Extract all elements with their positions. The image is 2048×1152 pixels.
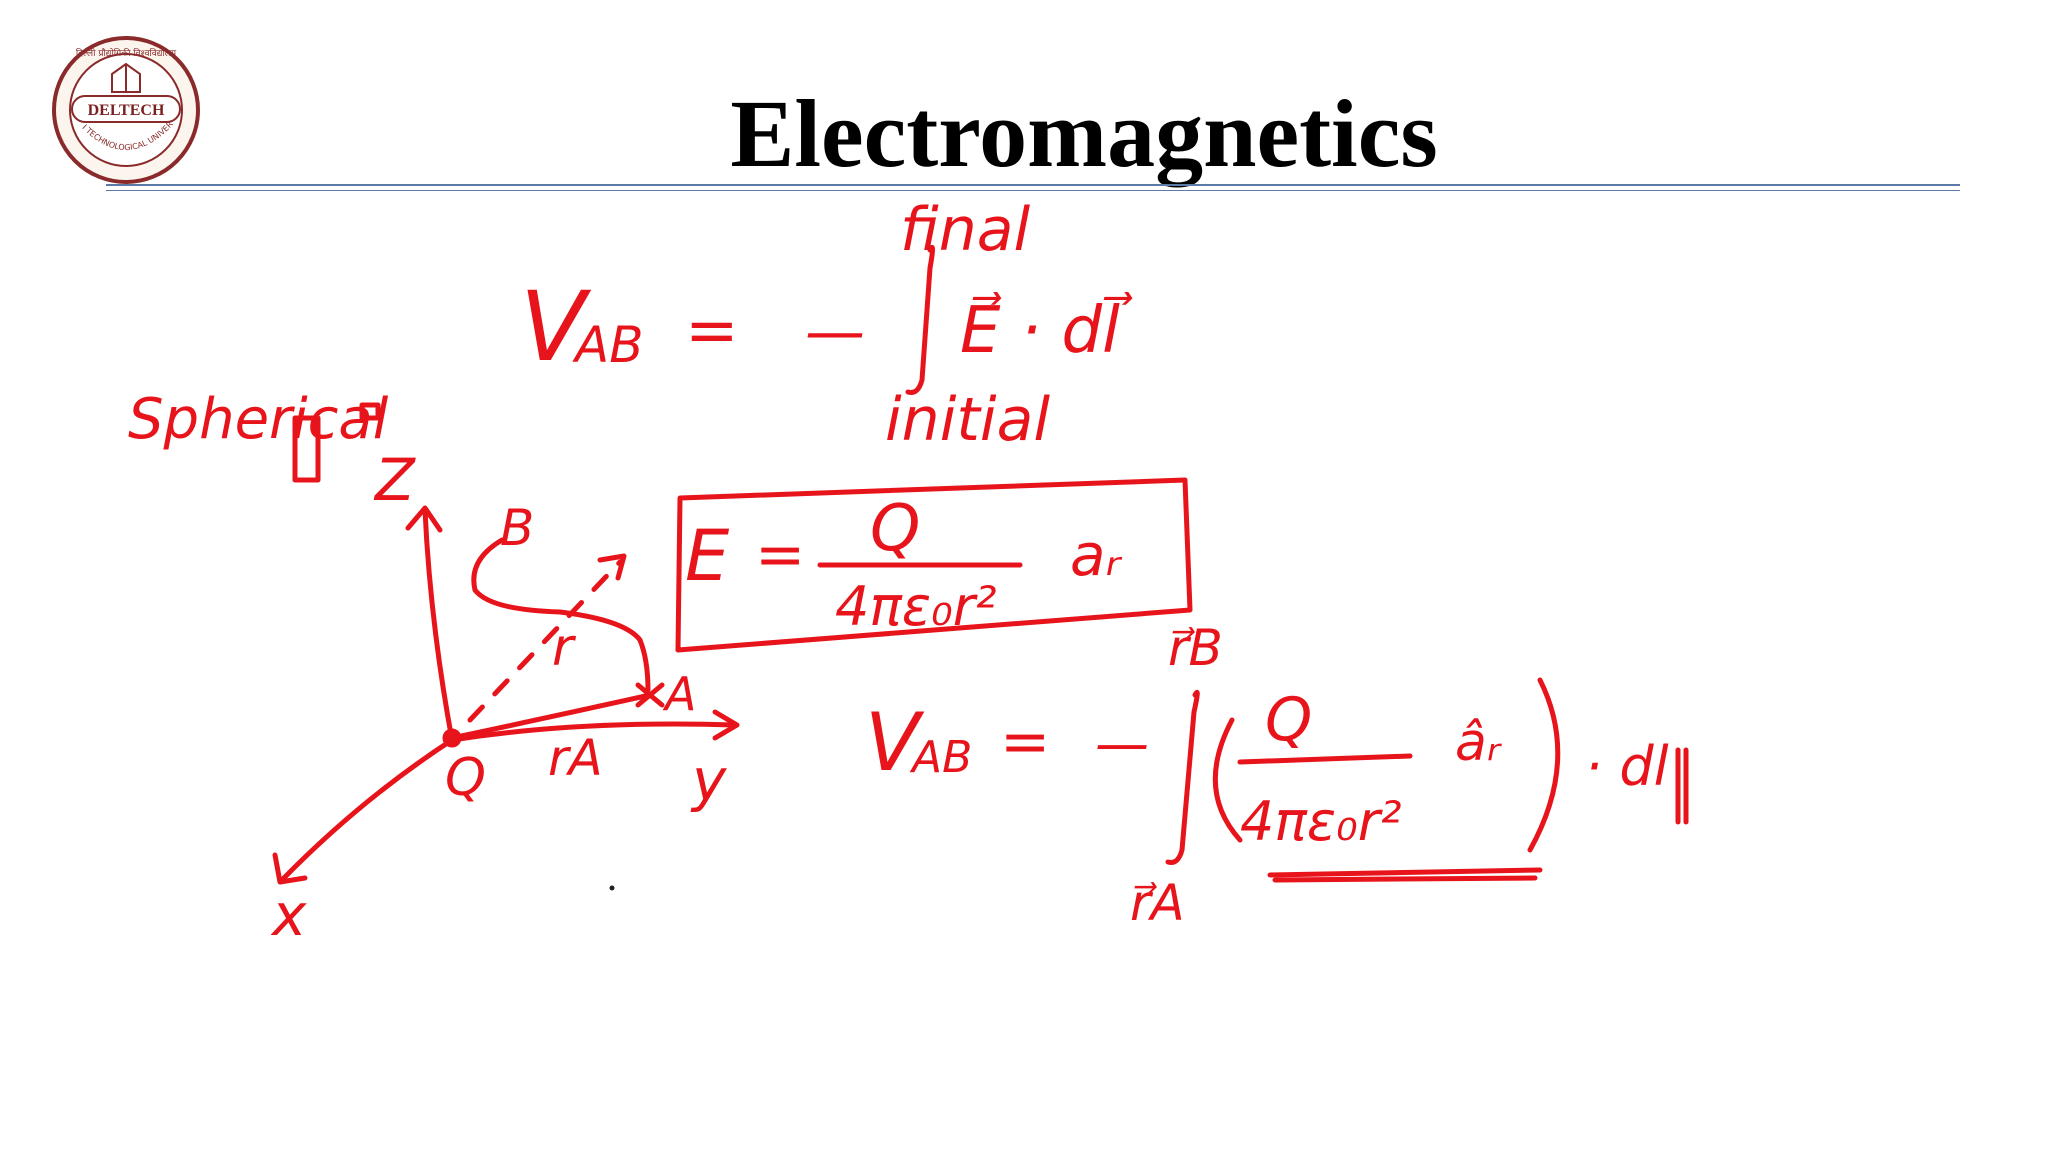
point-a-mark [635,682,665,708]
field-equals: = [755,520,805,590]
spherical-box [292,415,321,483]
axis-y-line [449,721,738,743]
field-denominator: 4πε₀r² [835,575,997,638]
integrand-fraction-bar [1237,753,1413,765]
underline-denominator [1267,867,1543,883]
label-axis-x: x [270,881,307,949]
title-rule [106,184,1960,186]
title-rule-thin [106,190,1960,191]
axis-x-line [279,737,455,883]
field-numerator: Q [870,492,920,566]
radius-arrowhead [597,553,627,581]
limit-lower: r⃗A [1130,874,1185,932]
label-axis-z: Z [373,446,416,514]
university-logo: दिल्ली प्रौद्योगिकी विश्वविद्यालय DELHI … [50,34,200,184]
left-paren-big [1212,717,1243,843]
label-radius-a: rA [548,729,603,787]
label-charge: Q [445,748,486,808]
v-symbol-2: V [865,696,925,789]
label-point-b: B [500,499,534,557]
equals-2: = [1000,707,1050,777]
torch-icon [111,62,141,93]
integral-sign-1 [905,244,935,395]
integrand-dl: · dl [1585,735,1669,798]
field-lhs: E [685,515,730,597]
field-box [675,477,1193,653]
axis-x-arrowhead [272,852,308,885]
radius-ra-line [449,692,653,741]
integrand-1: E⃗ · dl⃗ [960,291,1133,368]
label-axis-y: y [690,746,727,814]
limit-upper: r⃗B [1168,619,1223,677]
spherical-coord-mark [359,402,381,421]
label-point-a: A [662,667,696,721]
logo-hindi-text: दिल्ली प्रौद्योगिकी विश्वविद्यालय [76,47,177,59]
axis-z-line [422,507,455,743]
integral-lower-limit: initial [885,385,1050,455]
integrand-numerator: Q [1265,685,1312,755]
v-subscript-2: AB [909,732,972,783]
axis-y-arrowhead [712,709,740,741]
path-b-to-a [471,537,651,693]
field-unit-vector: aᵣ [1070,521,1123,589]
v-symbol-1: V [520,271,592,383]
stray-dot [609,885,615,891]
equals-1: = [685,294,739,368]
integrand-denominator: 4πε₀r² [1240,790,1402,853]
integral-upper-limit: final [900,195,1031,265]
double-bar-end [1675,747,1689,825]
radius-r-line [467,559,623,723]
label-radius: r [552,618,577,678]
integrand-unit-vector: âᵣ [1455,713,1502,773]
minus-1: — [805,297,865,367]
axis-z-arrowhead [405,505,443,533]
slide-title: Electromagnetics [730,80,1438,187]
integral-sign-2 [1165,689,1200,865]
right-paren-big [1527,677,1561,853]
logo-text: DELTECH [88,102,165,119]
v-subscript-1: AB [572,316,644,374]
minus-2: — [1095,712,1149,775]
label-spherical: Spherical [128,387,389,452]
